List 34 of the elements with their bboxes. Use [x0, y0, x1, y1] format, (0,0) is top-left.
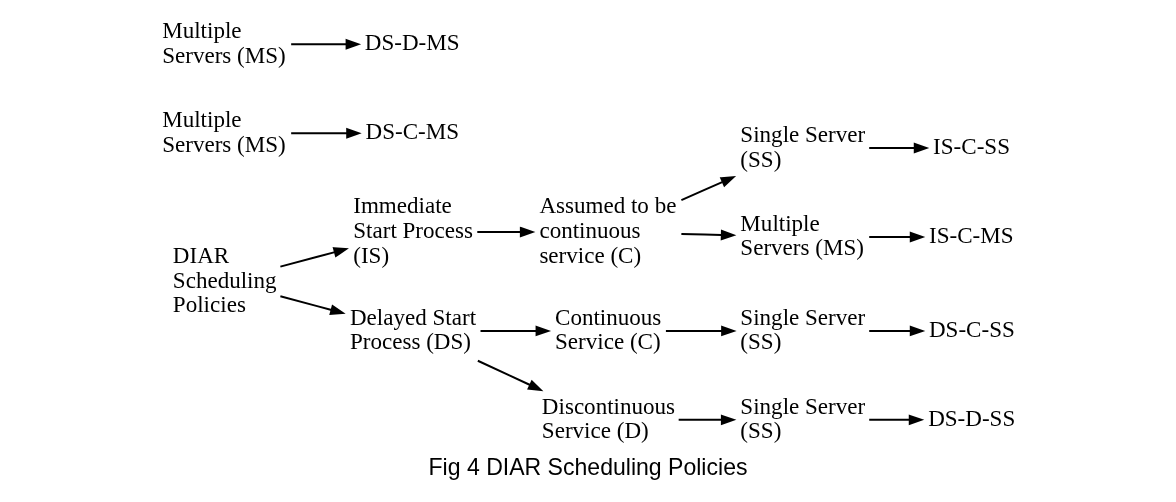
arrow	[677, 414, 737, 426]
node-text: Multiple Servers (MS)	[740, 209, 864, 261]
node-text: DIAR Scheduling Policies	[172, 241, 277, 318]
arrow	[680, 176, 737, 202]
node-text: Multiple Servers (MS)	[162, 105, 286, 157]
node-text: DS-D-MS	[364, 29, 460, 56]
caption: Fig 4 DIAR Scheduling Policies	[428, 453, 748, 480]
node-text: IS-C-SS	[933, 133, 1010, 160]
node-text: DS-C-MS	[365, 118, 460, 145]
node-text: Single Server (SS)	[740, 120, 866, 172]
arrow	[868, 414, 925, 426]
node-text: DS-C-SS	[928, 315, 1015, 342]
node-text: DS-D-SS	[928, 404, 1016, 431]
node-text: IS-C-MS	[928, 222, 1014, 249]
arrow	[279, 247, 349, 268]
arrow	[476, 359, 544, 392]
node-text: Assumed to be continuous service (C)	[539, 192, 677, 268]
node-text: Single Server (SS)	[740, 392, 866, 444]
node-text: Delayed Start Process (DS)	[349, 303, 477, 355]
arrow	[680, 229, 737, 241]
node-text: Discontinuous Service (D)	[541, 392, 676, 444]
node-text: Multiple Servers (MS)	[162, 17, 286, 68]
arrow	[664, 325, 737, 337]
arrow	[868, 142, 930, 154]
arrow	[290, 127, 362, 139]
arrow	[868, 231, 926, 243]
arrow	[476, 226, 536, 238]
node-text: Single Server (SS)	[740, 303, 866, 355]
arrow	[868, 325, 926, 337]
arrow	[279, 295, 346, 315]
node-text: Immediate Start Process (IS)	[353, 192, 473, 268]
arrow	[290, 38, 362, 50]
node-text: Continuous Service (C)	[555, 303, 662, 355]
arrow	[479, 325, 552, 337]
